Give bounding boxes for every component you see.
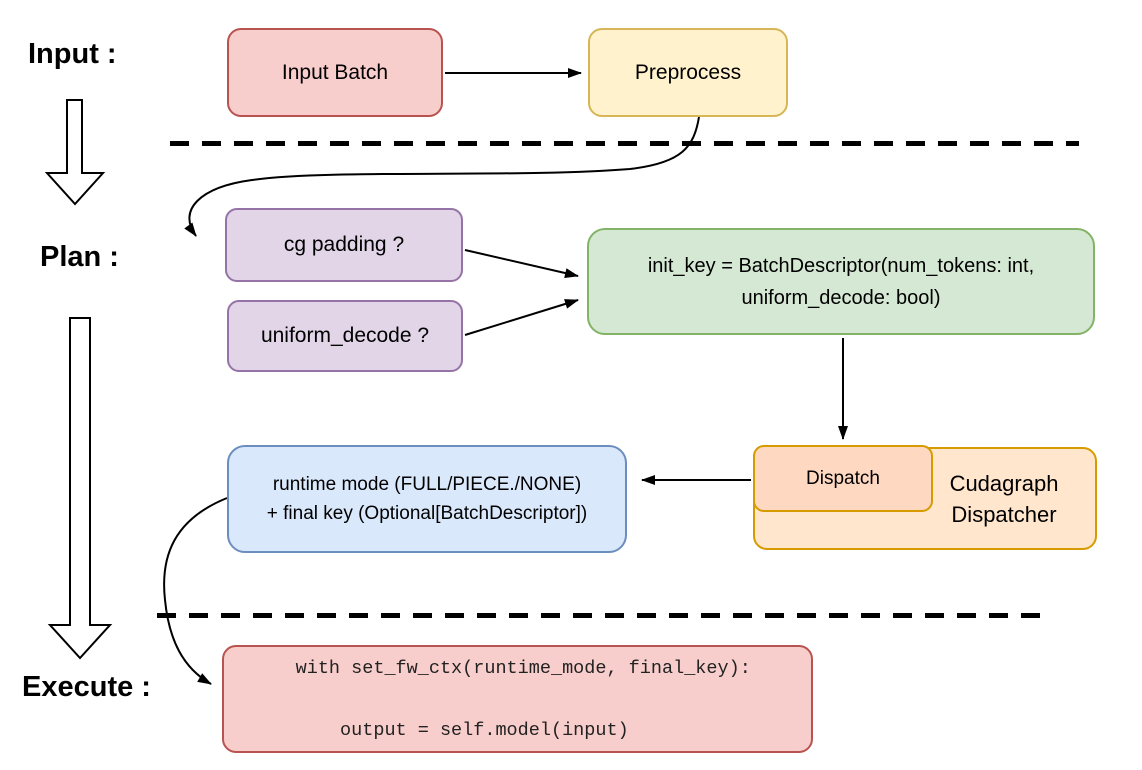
node-execute-code: with set_fw_ctx(runtime_mode, final_key)… [222, 645, 813, 753]
node-execute-code-line2: output = self.model(input) [295, 719, 629, 741]
node-init-key: init_key = BatchDescriptor(num_tokens: i… [587, 228, 1095, 335]
node-uniform-decode: uniform_decode ? [227, 300, 463, 372]
node-init-key-line2: uniform_decode: bool) [741, 286, 941, 309]
node-cudagraph-dispatcher-line1: Cudagraph [949, 470, 1059, 496]
node-preprocess-label: Preprocess [634, 60, 742, 84]
node-runtime-mode: runtime mode (FULL/PIECE./NONE) + final … [227, 445, 627, 553]
node-uniform-decode-label: uniform_decode ? [260, 324, 430, 347]
stage-label-plan: Plan : [40, 241, 119, 273]
node-input-batch-label: Input Batch [281, 60, 389, 84]
node-cg-padding: cg padding ? [225, 208, 463, 282]
stage-label-execute: Execute : [22, 671, 151, 703]
arrow-uniform-decode-to-init-key [464, 299, 579, 336]
node-init-key-line1: init_key = BatchDescriptor(num_tokens: i… [647, 254, 1035, 277]
curve-runtime-to-execute-code [163, 497, 228, 685]
node-cudagraph-dispatcher-line2: Dispatcher [951, 501, 1057, 527]
flow-arrow-plan-to-execute-icon [47, 317, 113, 660]
node-runtime-mode-line2: + final key (Optional[BatchDescriptor]) [266, 503, 588, 524]
node-input-batch: Input Batch [227, 28, 443, 117]
node-runtime-mode-line1: runtime mode (FULL/PIECE./NONE) [272, 474, 582, 495]
node-execute-code-line1: with set_fw_ctx(runtime_mode, final_key)… [295, 657, 751, 679]
node-dispatch: Dispatch [753, 445, 933, 512]
stage-label-input: Input : [28, 38, 117, 70]
node-dispatch-label: Dispatch [806, 467, 880, 489]
node-cg-padding-label: cg padding ? [283, 233, 405, 256]
arrow-cg-padding-to-init-key [464, 249, 579, 278]
flow-arrow-input-to-plan-icon [44, 99, 106, 206]
node-preprocess: Preprocess [588, 28, 788, 117]
